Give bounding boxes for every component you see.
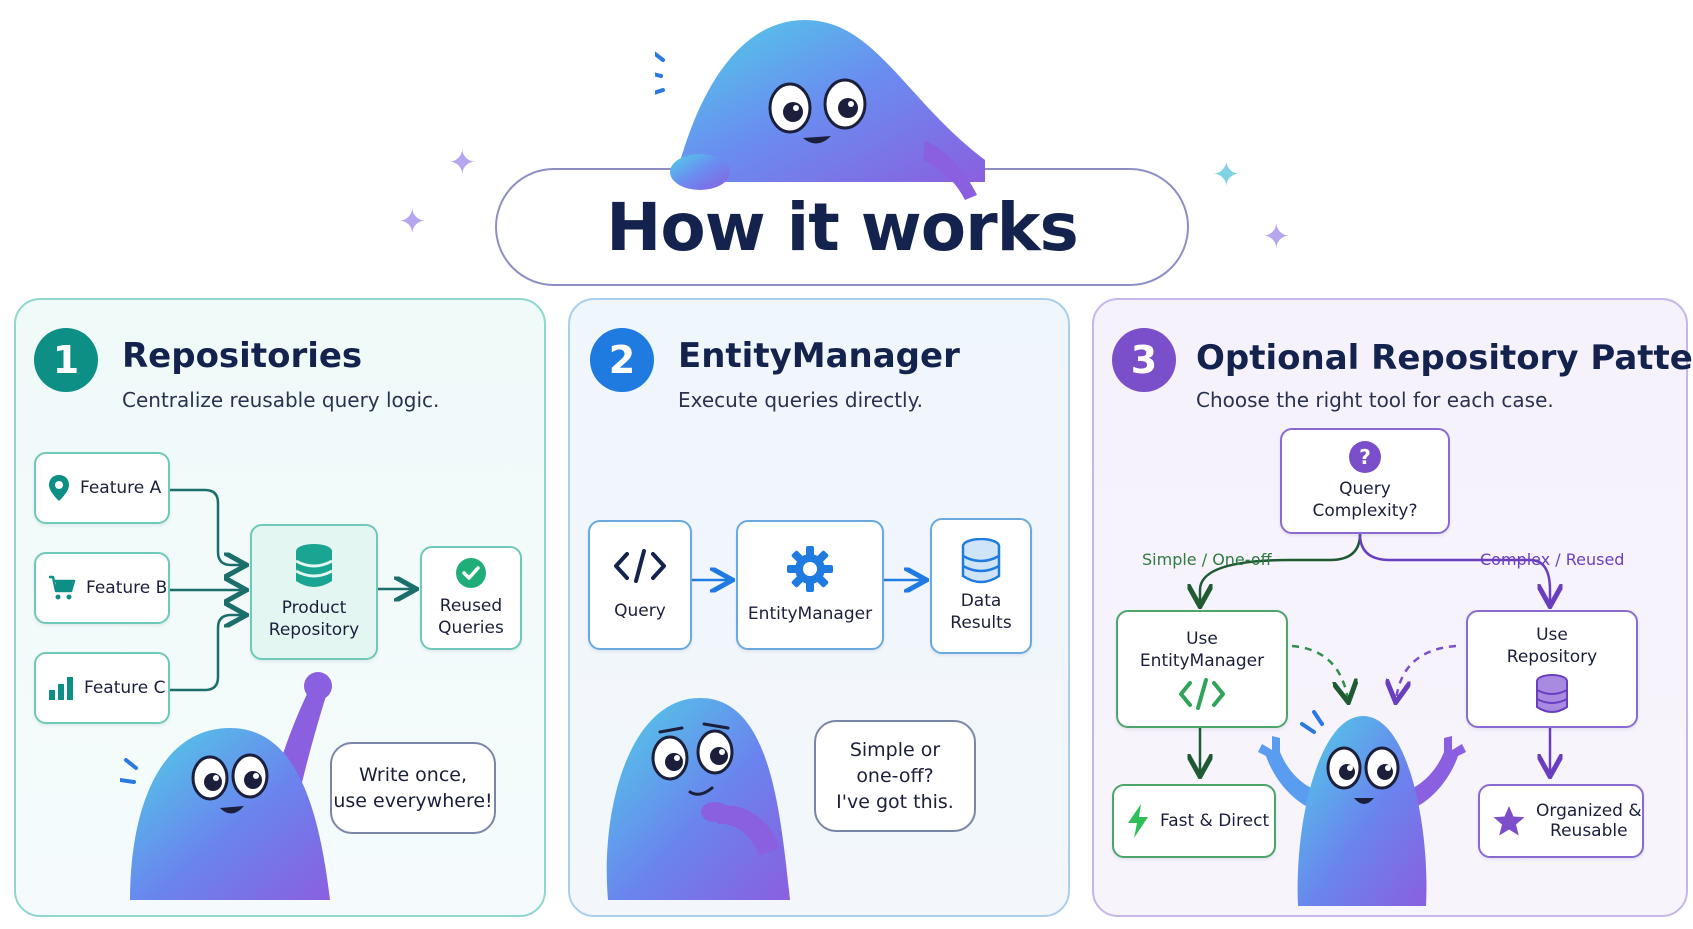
fast-direct-box: Fast & Direct (1112, 784, 1276, 858)
results-label-line1: Data (960, 591, 1002, 611)
branch-label-simple: Simple / One-off (1142, 550, 1272, 569)
step-number: 3 (1112, 328, 1176, 392)
map-pin-icon (49, 475, 69, 501)
feature-label: Feature A (80, 478, 162, 498)
bubble-line: use everywhere! (333, 790, 493, 812)
use-entitymanager-box: Use EntityManager (1116, 610, 1288, 728)
feature-a-box: Feature A (34, 452, 170, 524)
svg-text:?: ? (1359, 445, 1371, 469)
feature-b-box: Feature B (34, 552, 170, 624)
step-number: 2 (590, 328, 654, 392)
bubble-line: Write once, (358, 764, 468, 786)
lightning-icon (1128, 804, 1148, 838)
title-pill (495, 168, 1189, 286)
sparkle-icon: ✦ (1212, 155, 1241, 195)
bubble-line: Simple or (849, 739, 941, 761)
mascot-shrugging-icon (1258, 710, 1466, 906)
data-results-box: Data Results (930, 518, 1032, 654)
star-icon (1493, 806, 1525, 836)
feature-label: Feature B (86, 578, 168, 598)
results-label-line2: Results (950, 613, 1012, 633)
feature-c-box: Feature C (34, 652, 170, 724)
result-label-line2: Queries (438, 618, 504, 638)
reused-queries-box: Reused Queries (420, 546, 522, 650)
decision-label-line1: Query (1339, 479, 1391, 499)
panel-title: Optional Repository Pattern (1196, 338, 1693, 378)
right-box-line2: Repository (1506, 647, 1598, 667)
shopping-cart-icon (49, 575, 76, 600)
sparkle-icon: ✦ (1262, 217, 1291, 257)
branch-label-complex: Complex / Reused (1480, 550, 1625, 569)
speech-bubble: Write once, use everywhere! (330, 742, 496, 834)
right-result-line2: Reusable (1550, 821, 1628, 841)
left-box-line1: Use (1186, 629, 1218, 649)
sparkle-icon: ✦ (448, 143, 477, 183)
database-icon (961, 538, 1001, 584)
speech-bubble: Simple or one-off? I've got this. (814, 720, 976, 832)
query-complexity-box: ? Query Complexity? (1280, 428, 1450, 534)
left-result-label: Fast & Direct (1160, 811, 1270, 831)
step-number: 1 (34, 328, 98, 392)
left-box-line2: EntityManager (1139, 651, 1265, 671)
right-result-label: Organized & Reusable (1536, 801, 1642, 841)
right-box-line1: Use (1536, 625, 1568, 645)
code-icon (614, 549, 666, 583)
product-repository-box: Product Repository (250, 524, 378, 660)
decision-label-line2: Complexity? (1312, 501, 1418, 521)
bubble-line: one-off? (856, 765, 934, 787)
feature-label: Feature C (84, 678, 166, 698)
bar-chart-icon (49, 677, 73, 700)
panel-title: Repositories (122, 336, 363, 376)
panel-subtitle: Execute queries directly. (678, 388, 923, 412)
query-box: Query (588, 520, 692, 650)
repository-label-line2: Repository (268, 620, 360, 640)
panel-title: EntityManager (678, 336, 960, 376)
gear-icon (787, 546, 833, 592)
database-icon (295, 544, 333, 587)
panel-subtitle: Centralize reusable query logic. (122, 388, 440, 412)
panel-subtitle: Choose the right tool for each case. (1196, 388, 1554, 412)
entitymanager-label: EntityManager (747, 604, 873, 624)
organized-reusable-box: Organized & Reusable (1478, 784, 1644, 858)
mascot-thinking-icon (606, 698, 790, 900)
question-icon: ? (1349, 441, 1381, 473)
query-label: Query (614, 601, 666, 621)
sparkle-icon: ✦ (398, 202, 427, 242)
right-result-line1: Organized & (1536, 801, 1642, 821)
database-icon (1536, 674, 1568, 713)
mascot-peeking-icon (655, 20, 985, 200)
mascot-pointing-icon (120, 672, 332, 900)
bubble-line: I've got this. (836, 791, 954, 813)
use-repository-box: Use Repository (1466, 610, 1638, 728)
result-label-line1: Reused (439, 596, 503, 616)
page-title: How it works (606, 188, 1079, 266)
repository-label-line1: Product (281, 598, 347, 618)
entitymanager-box: EntityManager (736, 520, 884, 650)
code-icon (1179, 678, 1225, 710)
check-circle-icon (456, 558, 486, 588)
